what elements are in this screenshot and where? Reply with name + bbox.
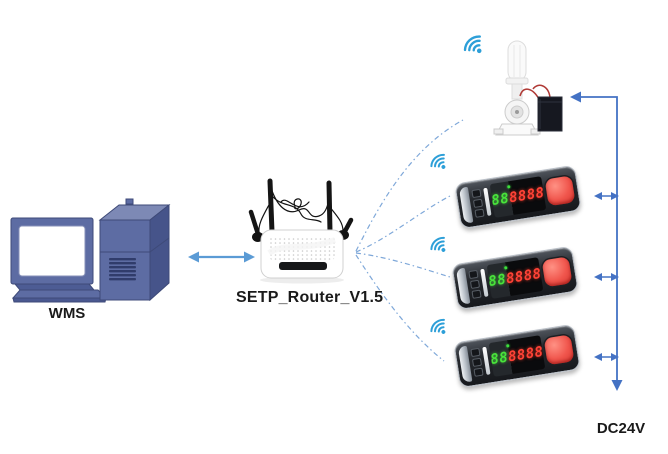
server-tower: [98, 198, 171, 302]
curve-router-to-display-3: [355, 254, 445, 362]
digits-green: 88: [490, 190, 511, 210]
digits-green: 88: [487, 271, 508, 291]
wifi-icon: [430, 153, 446, 169]
signal-tower: [493, 40, 563, 136]
controller-box: [537, 96, 563, 132]
side-button: [468, 269, 479, 280]
tower-lens: [505, 40, 529, 85]
curve-router-to-tower: [355, 119, 464, 252]
wms-computer: [10, 198, 171, 303]
router: [248, 178, 354, 284]
wifi-icon: [430, 318, 446, 334]
digits-green: 88: [489, 349, 510, 369]
router-antennas: [248, 178, 354, 237]
router-label: SETP_Router_V1.5: [236, 289, 384, 306]
arrowhead-down-icon: [611, 380, 623, 391]
arrowhead-right-icon: [244, 251, 255, 263]
device-side-buttons: [468, 269, 482, 299]
side-button: [471, 289, 482, 299]
dc24v-label: DC24V: [596, 420, 646, 437]
arrowhead-to-tower-icon: [570, 91, 581, 103]
side-button: [473, 367, 484, 377]
monitor: [10, 217, 96, 291]
tower-base: [493, 99, 541, 136]
side-button: [471, 188, 482, 199]
led-display: 88 8888: [489, 176, 547, 218]
router-front-strip: [279, 262, 327, 270]
device-side-buttons: [470, 347, 484, 377]
device-side-buttons: [471, 188, 485, 218]
side-button: [472, 198, 484, 208]
curve-router-to-display-1: [355, 195, 451, 253]
arrowhead-left-icon: [188, 251, 199, 263]
wifi-icon: [430, 236, 446, 252]
tangled-cables: [258, 187, 344, 234]
power-tap-arrows: [600, 195, 613, 358]
wireless-dashed-curves: [355, 119, 464, 362]
side-button: [471, 357, 483, 367]
tower-neck: [511, 83, 523, 100]
wifi-icon: [463, 35, 482, 54]
wms-label: WMS: [48, 305, 86, 322]
power-trunk-line: [570, 91, 623, 391]
side-button: [469, 279, 481, 289]
power-tap-arrowheads: [594, 192, 619, 361]
router-body: [260, 229, 344, 279]
side-button: [474, 208, 485, 218]
digits-red: 8888: [507, 184, 546, 207]
led-display: 88 8888: [486, 257, 544, 299]
digits-red: 8888: [504, 265, 543, 288]
led-display: 88 8888: [488, 335, 546, 377]
keyboard: [11, 289, 108, 303]
call-button: [543, 333, 575, 365]
call-button: [541, 255, 573, 287]
call-button: [544, 174, 576, 206]
red-wires: [519, 84, 551, 100]
curve-router-to-display-2: [355, 252, 451, 278]
server-vents: [109, 258, 136, 281]
digits-red: 8888: [506, 343, 545, 366]
status-led: [506, 185, 511, 189]
side-button: [470, 347, 481, 358]
status-led: [505, 344, 510, 348]
monitor-screen: [18, 225, 86, 277]
status-led: [503, 266, 508, 270]
wms-router-arrow: [188, 251, 255, 263]
